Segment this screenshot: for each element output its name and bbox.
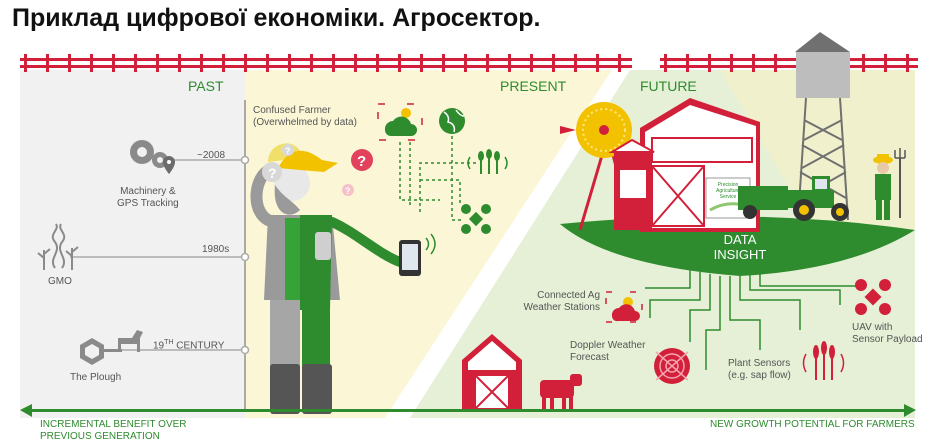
gear-gps-icon	[130, 140, 175, 174]
future-farmer	[873, 148, 906, 220]
future-barn	[608, 98, 760, 232]
fence-post	[24, 54, 27, 72]
svg-text:?: ?	[268, 165, 277, 181]
fence-post	[664, 54, 667, 72]
uav-label: UAV with Sensor Payload	[852, 322, 923, 345]
machinery-gps-label: Machinery & GPS Tracking	[117, 186, 179, 209]
globe-icon	[439, 108, 465, 134]
fence-post	[596, 54, 599, 72]
fence-post	[420, 54, 423, 72]
svg-text:?: ?	[285, 146, 291, 156]
incremental-benefit-caption: INCREMENTAL BENEFIT OVER PREVIOUS GENERA…	[40, 419, 187, 442]
bottom-growth-arrow	[20, 404, 916, 417]
timeline-connectors	[70, 159, 245, 351]
year-1980s-label: 1980s	[202, 244, 230, 255]
weather-station-icon	[605, 291, 643, 323]
fence-post	[884, 54, 887, 72]
fence-post	[508, 54, 511, 72]
fence-post	[354, 54, 357, 72]
fence-post	[90, 54, 93, 72]
present-divider	[385, 70, 622, 418]
timeline-node-2008	[240, 155, 250, 165]
fence-post	[68, 54, 71, 72]
data-connection-line	[649, 272, 701, 318]
fence-post	[486, 54, 489, 72]
data-connection-line	[759, 272, 860, 287]
fence-post	[134, 54, 137, 72]
fence-post	[618, 54, 621, 72]
fence-post	[752, 54, 755, 72]
data-connection-line	[705, 276, 721, 370]
fence-post	[442, 54, 445, 72]
plant-sensor-icon	[802, 341, 845, 380]
gmo-label: GMO	[48, 276, 72, 287]
data-connection-line	[645, 270, 691, 289]
timeline-node-19th	[240, 345, 250, 355]
fence-post	[310, 54, 313, 72]
fence-post	[178, 54, 181, 72]
fence-post	[244, 54, 247, 72]
year-2008-label: ~2008	[197, 150, 226, 161]
past-panel	[20, 70, 245, 418]
drone-icon	[461, 204, 491, 234]
water-tower	[795, 32, 850, 221]
new-growth-caption: NEW GROWTH POTENTIAL FOR FARMERS	[710, 419, 915, 430]
fence-post	[464, 54, 467, 72]
fence-post	[112, 54, 115, 72]
precision-agriculture-sign: Precision Agriculture Service	[716, 182, 740, 200]
data-flow-arrows	[399, 136, 476, 221]
fence-post	[686, 54, 689, 72]
data-insight-label: DATA INSIGHT	[713, 232, 767, 262]
cloud-sun-icon	[377, 103, 423, 141]
future-light-ray	[720, 70, 915, 240]
era-present-label: PRESENT	[500, 78, 567, 94]
data-connection-line	[739, 276, 801, 330]
confused-farmer-label: Confused Farmer (Overwhelmed by data)	[253, 105, 357, 128]
data-connection-line	[749, 274, 841, 305]
plough-label: The Plough	[70, 372, 122, 383]
fence-post	[530, 54, 533, 72]
cow	[540, 374, 582, 410]
doppler-radar-icon	[654, 348, 690, 384]
uav-icon	[855, 279, 891, 315]
fence-post	[906, 54, 909, 72]
era-future-label: FUTURE	[640, 78, 697, 94]
page-title: Приклад цифрової економіки. Агросектор.	[12, 4, 541, 32]
fence-post	[862, 54, 865, 72]
timeline-node-1980s	[240, 252, 250, 262]
fence-post	[730, 54, 733, 72]
fence-post	[708, 54, 711, 72]
fence-post	[200, 54, 203, 72]
era-past-label: PAST	[188, 78, 224, 94]
fence-post	[332, 54, 335, 72]
small-barn	[462, 334, 522, 410]
fence-post	[156, 54, 159, 72]
plant-sensors-label: Plant Sensors (e.g. sap flow)	[728, 358, 791, 381]
fence-post	[288, 54, 291, 72]
fence-post	[552, 54, 555, 72]
top-fence	[20, 58, 918, 68]
fence-post	[222, 54, 225, 72]
svg-text:?: ?	[357, 153, 366, 170]
fence-post	[266, 54, 269, 72]
svg-text:?: ?	[345, 186, 351, 196]
data-connection-line	[729, 276, 761, 350]
crop-sensor-icon	[467, 149, 508, 174]
fence-post	[376, 54, 379, 72]
doppler-forecast-label: Doppler Weather Forecast	[570, 340, 646, 363]
plough-horse-icon	[80, 330, 143, 365]
weather-stations-label: Connected Ag Weather Stations	[523, 290, 600, 313]
fence-post	[774, 54, 777, 72]
gmo-plant-icon	[37, 223, 79, 270]
fence-post	[398, 54, 401, 72]
question-bubbles: ? ? ? ?	[262, 144, 373, 196]
fence-post	[574, 54, 577, 72]
fence-post	[46, 54, 49, 72]
year-19th-century-label: 19TH CENTURY	[153, 339, 225, 352]
tractor	[738, 176, 849, 221]
data-connection-line	[689, 274, 711, 342]
data-insight-roots	[645, 270, 860, 370]
